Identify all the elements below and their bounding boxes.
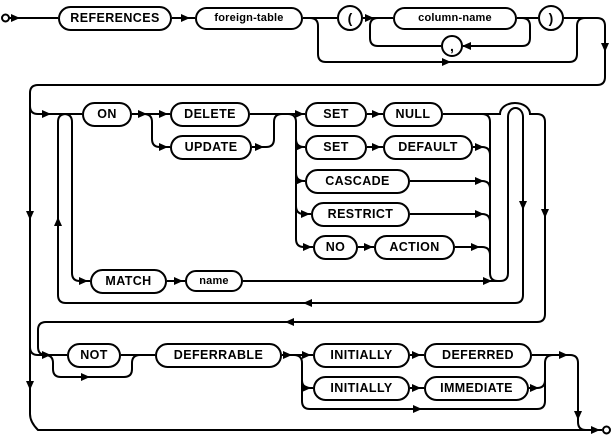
node-keyword-cascade: CASCADE [305,168,410,194]
node-keyword-immediate: IMMEDIATE [424,375,529,401]
node-keyword-restrict: RESTRICT [311,201,410,227]
node-keyword-null: NULL [383,101,443,127]
node-keyword-not: NOT [67,342,121,368]
node-keyword-references: REFERENCES [58,5,172,31]
node-keyword-on: ON [82,101,132,127]
arrowheads [11,14,609,434]
node-keyword-deferrable: DEFERRABLE [155,342,282,368]
node-keyword-action: ACTION [374,234,455,260]
node-comma: , [441,35,463,57]
node-keyword-no: NO [313,234,358,260]
node-keyword-update: UPDATE [170,134,252,160]
end-terminal-icon [602,425,611,435]
node-keyword-initially-2: INITIALLY [313,375,410,401]
start-terminal-icon [1,13,10,23]
node-keyword-initially-1: INITIALLY [313,342,410,368]
node-keyword-delete: DELETE [170,101,250,127]
node-close-paren: ) [538,5,564,31]
node-nonterminal-foreign-table: foreign-table [195,6,303,30]
node-keyword-deferred: DEFERRED [424,342,532,368]
node-open-paren: ( [337,5,363,31]
node-keyword-set-1: SET [305,101,367,127]
node-nonterminal-name: name [185,270,243,292]
node-keyword-default: DEFAULT [383,134,473,160]
node-keyword-set-2: SET [305,134,367,160]
node-keyword-match: MATCH [90,268,167,294]
node-nonterminal-column-name: column-name [393,6,517,30]
connector-lines [9,17,606,431]
